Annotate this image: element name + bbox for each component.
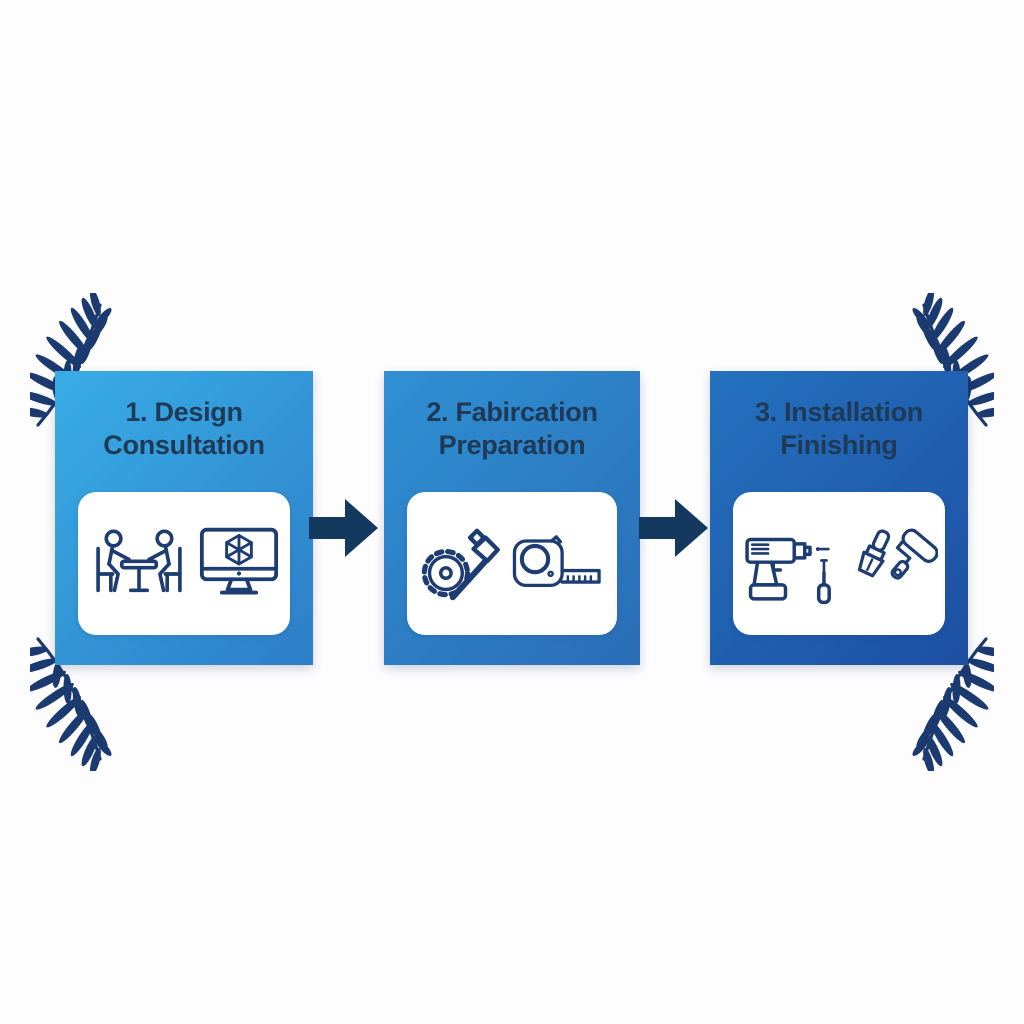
step-title-line2: Preparation: [438, 430, 586, 460]
step-box-design-consultation: 1. Design Consultation: [55, 371, 313, 665]
step-title-line2: Finishing: [780, 430, 898, 460]
power-drill-screwdriver-icon: [745, 537, 831, 605]
icon-panel: [407, 492, 617, 635]
step-title-line1: 3. Installation: [754, 397, 924, 427]
circular-saw-hammer-icon: [421, 528, 500, 600]
step-title-line1: 2. Fabircation: [426, 397, 598, 427]
step-box-fabrication-preparation: 2. Fabircation Preparation: [384, 371, 640, 665]
icon-panel: [78, 492, 290, 635]
right-arrow-icon: [309, 499, 378, 557]
icon-panel: [733, 492, 945, 635]
monitor-3d-model-icon: [199, 527, 279, 594]
step-title: 3. Installation Finishing: [710, 396, 968, 462]
step-title: 2. Fabircation Preparation: [384, 396, 640, 462]
paintbrush-roller-icon: [857, 528, 938, 580]
right-arrow-icon: [639, 499, 708, 557]
step-box-installation-finishing: 3. Installation Finishing: [710, 371, 968, 665]
meeting-consultation-icon: [96, 528, 182, 592]
step-title-line2: Consultation: [103, 430, 265, 460]
step-title: 1. Design Consultation: [55, 396, 313, 462]
tape-measure-icon: [512, 534, 601, 587]
step-title-line1: 1. Design: [125, 397, 243, 427]
